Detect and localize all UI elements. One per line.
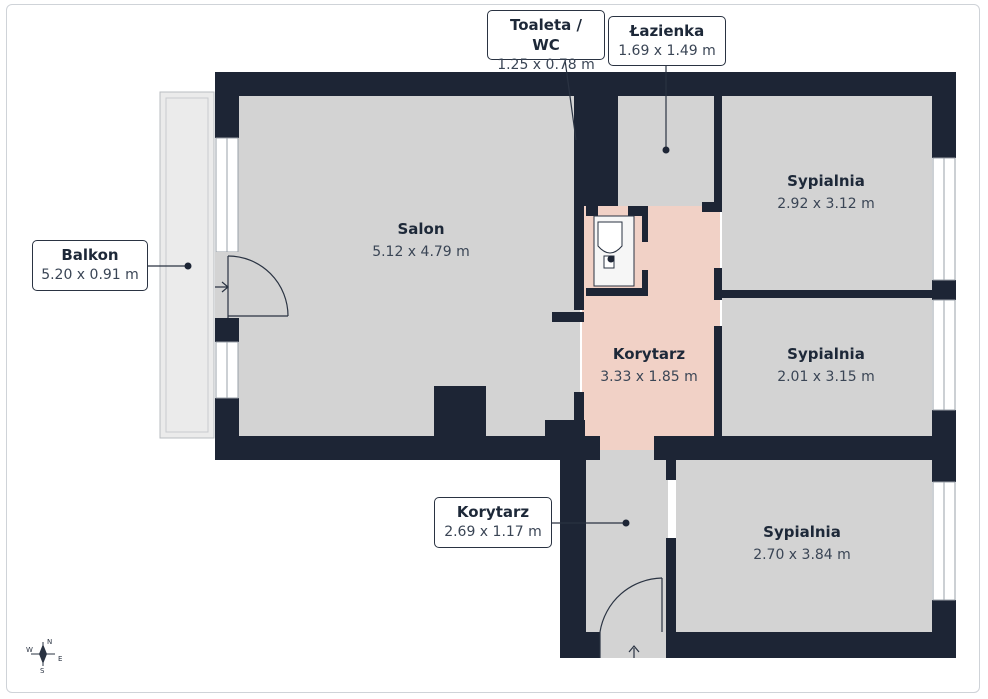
korytarz-2-floor (586, 450, 668, 658)
korytarz-2-callout: Korytarz 2.69 x 1.17 m (434, 497, 552, 548)
balcony-door-swing (215, 255, 289, 318)
compass-icon: N S E W (26, 638, 62, 675)
compass-w: W (26, 646, 33, 654)
compass-s: S (40, 667, 45, 675)
korytarz-1-name: Korytarz (613, 345, 686, 363)
sypialnia-3-dims: 2.70 x 3.84 m (753, 547, 851, 563)
salon-dims: 5.12 x 4.79 m (372, 244, 470, 260)
compass-n: N (47, 638, 52, 646)
sypialnia-3-floor (676, 460, 932, 632)
entrance-door-swing (599, 577, 663, 658)
toaleta-name: Toaleta / WC (510, 16, 582, 54)
walls (215, 72, 956, 658)
sypialnia-1-name: Sypialnia (787, 172, 865, 190)
sypialnia-3-name: Sypialnia (763, 523, 841, 541)
balcony-floor (159, 91, 215, 439)
salon-name: Salon (397, 220, 444, 238)
salon-floor (238, 96, 580, 436)
toaleta-dims: 1.25 x 0.78 m (497, 57, 595, 73)
sypialnia-1-floor (722, 96, 932, 290)
sypialnia-2-floor (722, 298, 932, 436)
sypialnia-1-dims: 2.92 x 3.12 m (777, 196, 875, 212)
windows (215, 137, 956, 601)
korytarz-2-dims: 2.69 x 1.17 m (444, 524, 542, 540)
leader-lines (148, 59, 667, 524)
lazienka-name: Łazienka (629, 22, 705, 40)
korytarz-2-name: Korytarz (456, 503, 530, 521)
balkon-dims: 5.20 x 0.91 m (41, 267, 139, 283)
toaleta-callout: Toaleta / WC 1.25 x 0.78 m (487, 10, 605, 73)
sypialnia-2-name: Sypialnia (787, 345, 865, 363)
korytarz-1-dims: 3.33 x 1.85 m (600, 369, 698, 385)
wc-fixtures (593, 215, 635, 287)
lazienka-callout: Łazienka 1.69 x 1.49 m (608, 16, 726, 66)
lazienka-dims: 1.69 x 1.49 m (618, 43, 716, 59)
sypialnia-2-dims: 2.01 x 3.15 m (777, 369, 875, 385)
balkon-name: Balkon (61, 246, 119, 264)
balkon-callout: Balkon 5.20 x 0.91 m (32, 240, 148, 291)
drawing-frame (6, 4, 980, 693)
compass-e: E (58, 655, 62, 663)
